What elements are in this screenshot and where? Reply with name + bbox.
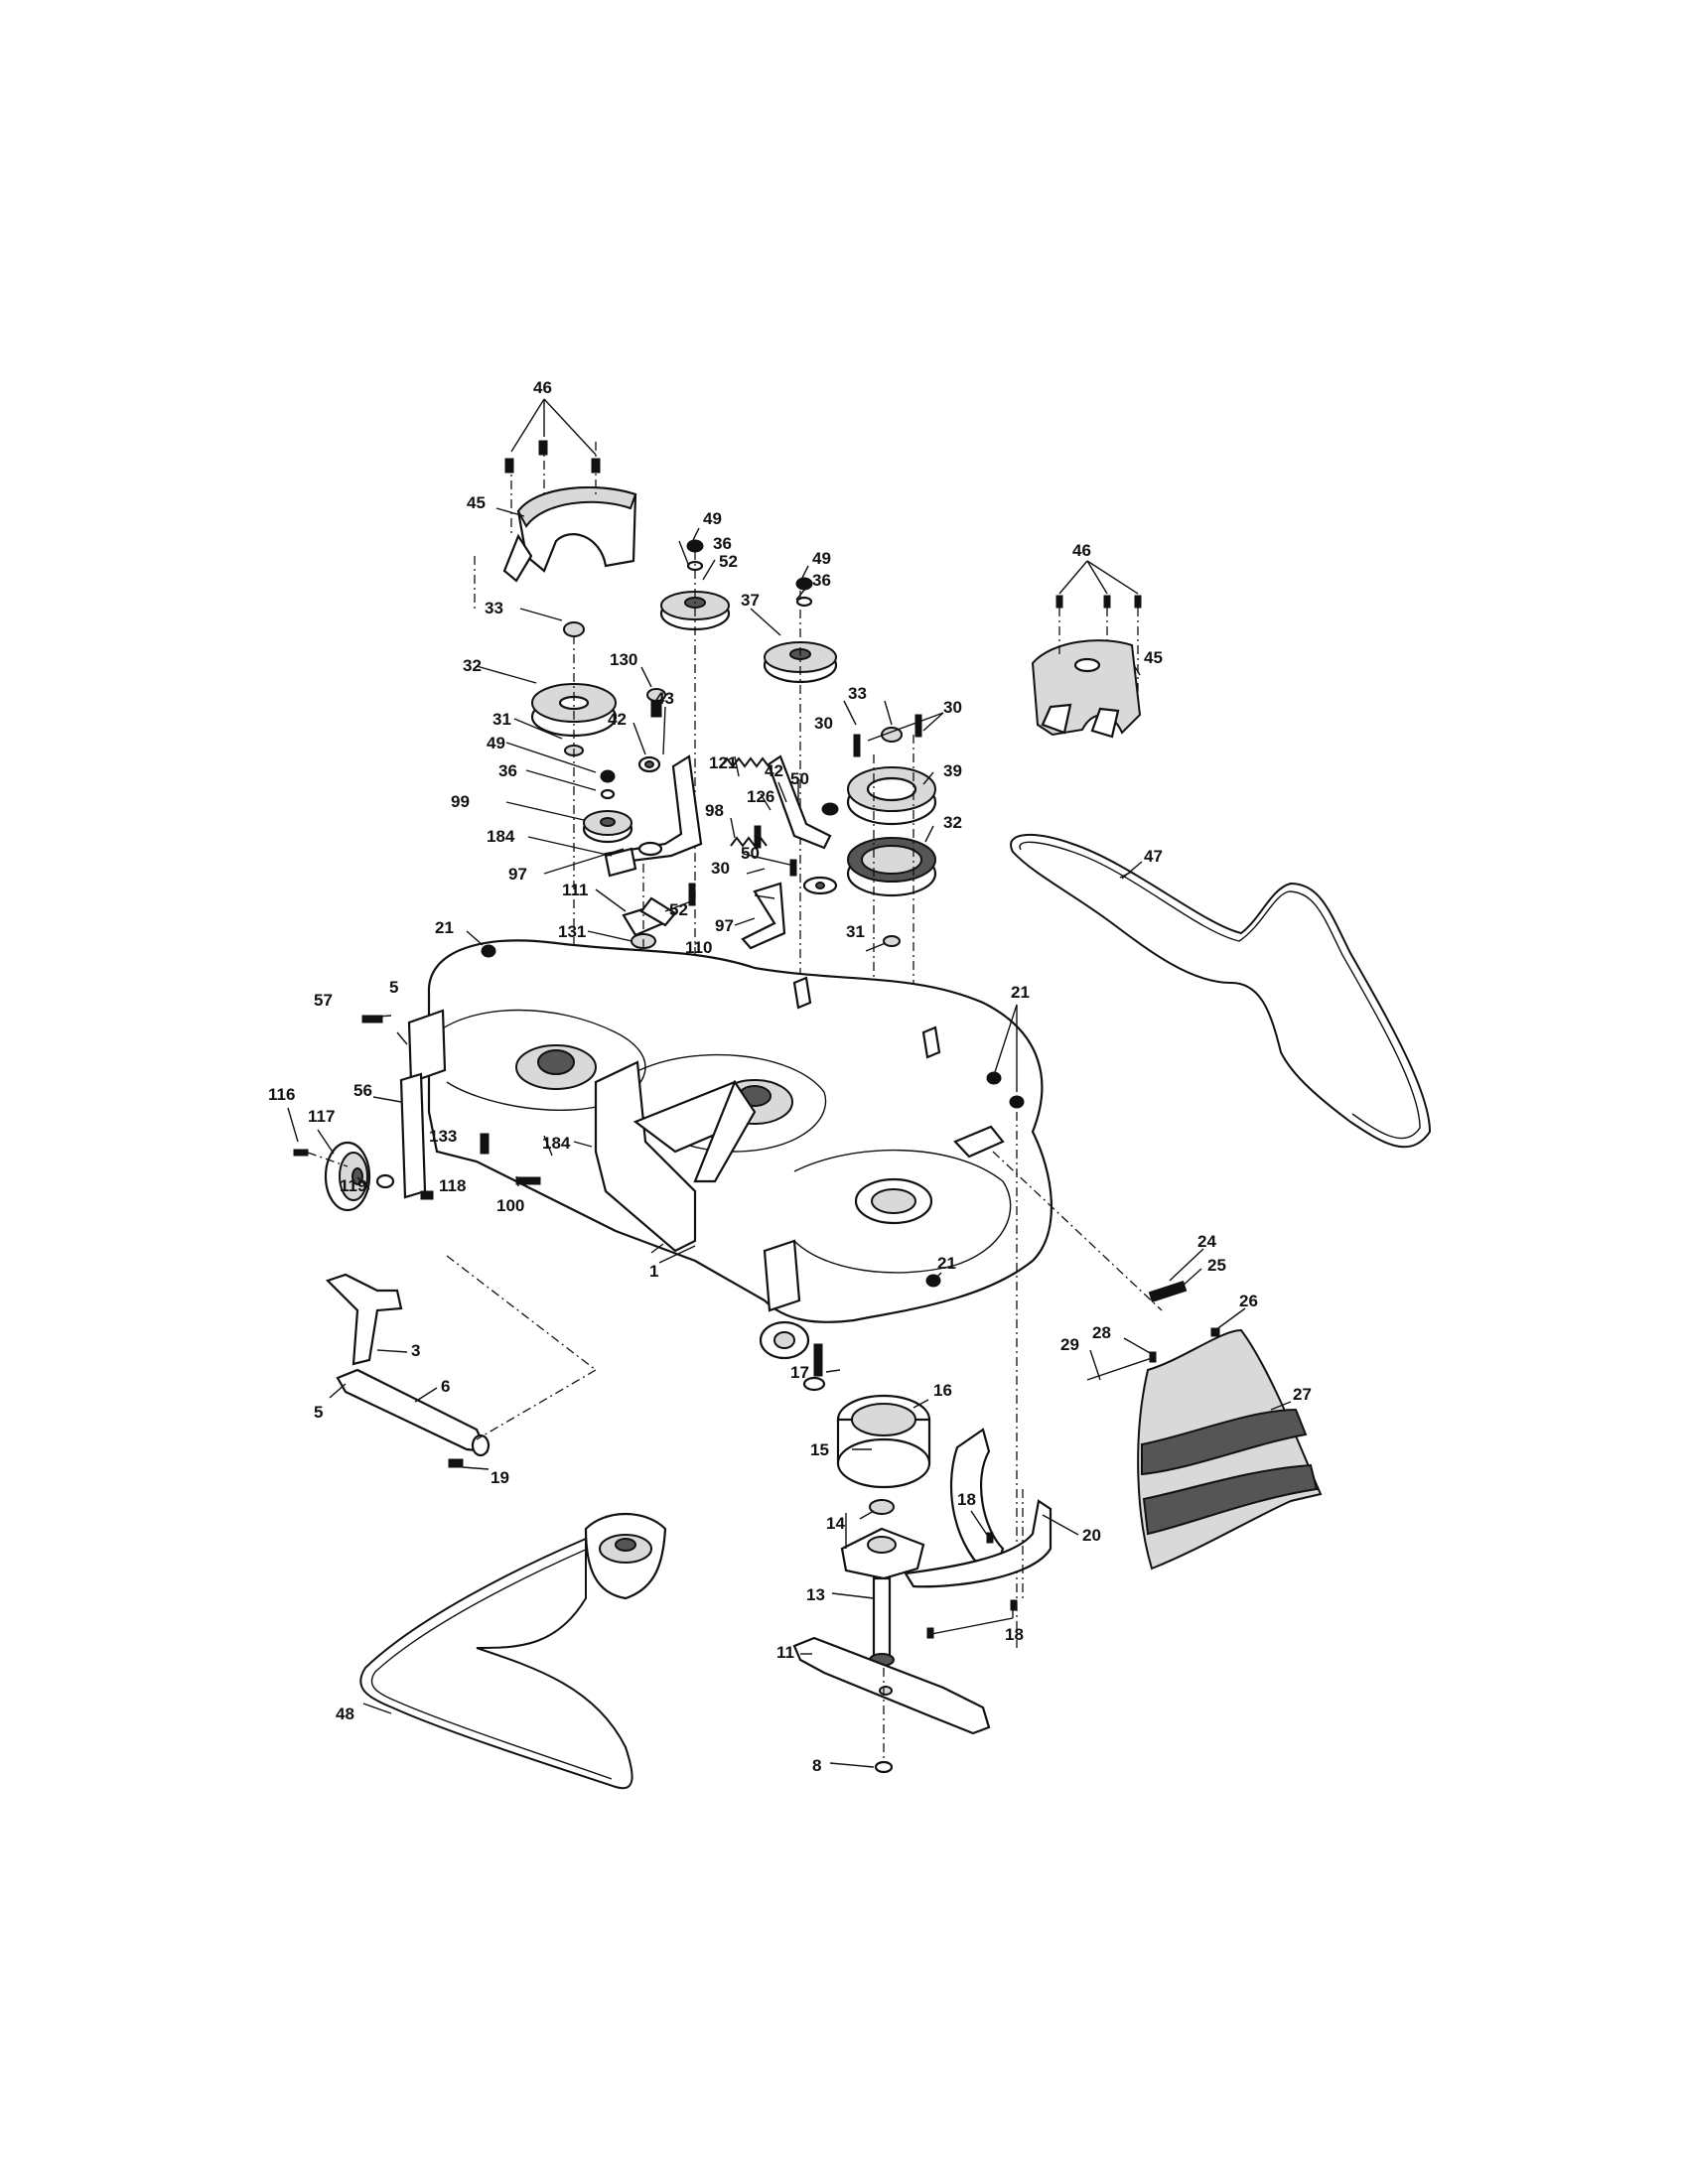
- idler-arm-126: [741, 754, 838, 950]
- callout-28: 28: [1092, 1323, 1111, 1342]
- idler-pulley-52: [659, 539, 731, 1023]
- callout-184-upper: 184: [487, 827, 515, 846]
- callout-30-a: 30: [814, 714, 833, 733]
- callout-17: 17: [790, 1363, 809, 1382]
- callout-27: 27: [1293, 1385, 1312, 1404]
- discharge-chute-27: [1137, 1328, 1323, 1570]
- callout-16: 16: [933, 1381, 952, 1400]
- callout-47: 47: [1144, 847, 1163, 866]
- callout-36-left: 36: [498, 761, 517, 780]
- belt-cover-left: [474, 442, 637, 611]
- callout-15: 15: [810, 1440, 829, 1459]
- callout-130: 130: [610, 650, 637, 669]
- callout-118: 118: [439, 1176, 466, 1195]
- callout-50-a: 50: [741, 844, 760, 863]
- callout-45-left: 45: [467, 493, 486, 512]
- baffles-18-20: [904, 1428, 1052, 1639]
- callout-184-lower: 184: [542, 1134, 571, 1153]
- callout-25: 25: [1207, 1256, 1226, 1275]
- callout-8: 8: [812, 1756, 821, 1775]
- callout-36-top: 36: [713, 534, 732, 553]
- callout-14: 14: [826, 1514, 845, 1533]
- part-drawings: [293, 440, 1432, 1790]
- callout-49-top: 49: [703, 509, 722, 528]
- callout-98: 98: [705, 801, 724, 820]
- callout-50-b: 52: [669, 900, 688, 919]
- callout-37: 37: [741, 591, 760, 610]
- callout-45-right: 45: [1144, 648, 1163, 667]
- callout-131: 131: [558, 922, 586, 941]
- baffle-bracket-184: [594, 1060, 757, 1253]
- callout-97-left: 97: [508, 865, 527, 884]
- blade-11: [792, 1636, 991, 1774]
- callout-6: 6: [441, 1377, 450, 1396]
- leader-lines: [287, 398, 1292, 1768]
- callout-56: 56: [353, 1081, 372, 1100]
- callout-33-left: 33: [485, 599, 503, 617]
- callout-57: 57: [314, 991, 333, 1010]
- gauge-wheel-assembly: [293, 1015, 541, 1212]
- callout-5-bottom: 5: [314, 1403, 323, 1422]
- front-hanger-3-6: [325, 1255, 597, 1468]
- spindle-assembly: [802, 1343, 931, 1667]
- belt-47: [1010, 834, 1432, 1149]
- callout-48: 48: [336, 1705, 354, 1723]
- callout-126: 126: [747, 787, 774, 806]
- callout-46-left: 46: [533, 378, 552, 397]
- callout-36-mid: 36: [812, 571, 831, 590]
- callout-24: 24: [1197, 1232, 1216, 1251]
- screws-46-left: [504, 440, 601, 474]
- callout-30-b: 30: [943, 698, 962, 717]
- callout-100: 100: [496, 1196, 524, 1215]
- callout-43: 43: [655, 689, 674, 708]
- callout-111: 111: [562, 881, 589, 899]
- callout-42-left: 42: [608, 710, 627, 729]
- callout-20: 20: [1082, 1526, 1101, 1545]
- belt-cover-right: [1031, 595, 1142, 739]
- callout-21-right: 21: [1011, 983, 1030, 1002]
- callout-29: 29: [1060, 1335, 1079, 1354]
- callout-110: 110: [685, 938, 712, 957]
- callout-11: 11: [776, 1643, 794, 1662]
- callout-52: 52: [719, 552, 738, 571]
- idler-pulley-99: [582, 810, 633, 844]
- callout-31-left: 31: [492, 710, 511, 729]
- callout-32-left: 32: [463, 656, 482, 675]
- callout-21-bottom: 21: [937, 1254, 956, 1273]
- callout-labels: 46 45 49 36 52 49 36 37 33 32 130 42 43 …: [268, 378, 1312, 1775]
- callout-121: 121: [709, 753, 737, 772]
- callout-26: 26: [1239, 1292, 1258, 1310]
- callout-30-c: 30: [711, 859, 730, 878]
- callout-42-right: 42: [765, 761, 783, 780]
- callout-117: 117: [308, 1107, 335, 1126]
- callout-49-right: 50: [790, 769, 809, 788]
- callout-133: 133: [429, 1127, 457, 1146]
- callout-97-right: 97: [715, 916, 734, 935]
- callout-33-right: 33: [848, 684, 867, 703]
- spindle-pulley-left: [530, 621, 618, 1072]
- callout-18-bottom: 18: [1005, 1625, 1024, 1644]
- callout-46-right: 46: [1072, 541, 1091, 560]
- callout-39: 39: [943, 761, 962, 780]
- belt-48-and-pulley: [359, 1512, 667, 1790]
- callout-21-left: 21: [435, 918, 454, 937]
- callout-32-right: 32: [943, 813, 962, 832]
- callout-116: 116: [268, 1085, 295, 1104]
- callout-31-right: 31: [846, 922, 865, 941]
- callout-18-top: 18: [957, 1490, 976, 1509]
- callout-13: 13: [806, 1585, 825, 1604]
- spindle-pulley-right: [821, 714, 937, 1251]
- callout-99: 99: [451, 792, 470, 811]
- callout-49-mid: 49: [812, 549, 831, 568]
- callout-5-top: 5: [389, 978, 398, 997]
- callout-3: 3: [411, 1341, 420, 1360]
- callout-1: 1: [649, 1262, 658, 1281]
- callout-119: 119: [340, 1176, 366, 1195]
- callout-49-left: 49: [487, 734, 505, 752]
- callout-19: 19: [491, 1468, 509, 1487]
